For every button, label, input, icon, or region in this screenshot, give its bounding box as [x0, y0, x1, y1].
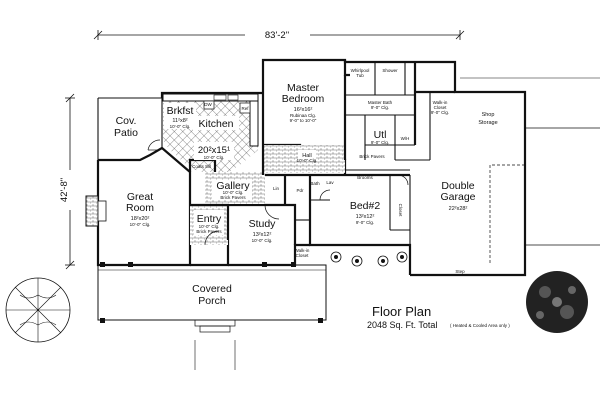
covered-porch: [97, 262, 327, 370]
fireplace: [85, 195, 107, 227]
whirlpool-label-2: Tub: [356, 73, 364, 78]
master-label-2: Bedroom: [282, 93, 325, 105]
ref-label: Ref: [241, 106, 249, 111]
width-dimension: 83'-2": [93, 30, 465, 41]
coats-label: Coats: [192, 164, 205, 169]
great-room-size: 18²x20²: [131, 216, 150, 222]
double-garage-label-2: Garage: [440, 191, 475, 203]
double-garage-label-1: Double: [441, 180, 474, 192]
gallery-ceiling: 10'-0" Clg.: [223, 190, 244, 195]
study-size: 13²x12²: [253, 232, 272, 238]
master-size: 16²x16²: [294, 107, 313, 113]
brkfst-ceiling: 10'-0" Clg.: [170, 124, 191, 129]
brkfst-label: Brkfst: [167, 105, 194, 117]
tree-illustration: [5, 277, 71, 343]
gallery-label: Gallery: [216, 180, 250, 192]
shower-label: Shower: [382, 68, 398, 73]
covered-porch-label-2: Porch: [198, 295, 226, 307]
walkin-label-2: Closet: [434, 105, 448, 110]
linen-label: Lin: [273, 186, 280, 191]
hall-ceiling: 10'-0" Clg.: [297, 158, 318, 163]
master-label-1: Master: [287, 82, 320, 94]
lav-label: Lav: [326, 180, 334, 185]
gallery-floor-note: Brick Pavers: [220, 195, 246, 200]
doors: [147, 139, 409, 246]
bed2-label: Bed#2: [350, 200, 381, 212]
garage-door: [489, 164, 525, 265]
plan-area-note: ( Heated & Cooled Area only ): [450, 323, 510, 328]
kitchen-label: Kitchen: [198, 118, 233, 130]
utl-ceiling: 9'-0" Clg.: [371, 140, 389, 145]
shop-label-2: Storage: [478, 120, 497, 126]
cov-patio-label-1: Cov.: [116, 115, 137, 127]
wh-label: W/H: [401, 136, 410, 141]
entry-floor-note: Brick Pavers: [196, 229, 222, 234]
great-room-label-2: Room: [126, 202, 154, 214]
great-room-ceiling: 10'-0" Clg.: [130, 222, 151, 227]
master-bath-ceiling: 9'-0" Clg.: [371, 105, 389, 110]
walkin-closet-small-1: Walk-in: [295, 248, 310, 253]
plan-area: 2048 Sq. Ft. Total: [367, 320, 437, 330]
bed2-size: 13²x12²: [356, 214, 375, 220]
shop-label-1: Shop: [482, 112, 495, 118]
great-room-label-1: Great: [127, 191, 153, 203]
walkin-ceiling: 9'-0" Clg.: [431, 110, 449, 115]
study-label: Study: [249, 218, 277, 230]
shrub-illustration: [526, 271, 588, 333]
whirlpool-label-1: Whirlpool: [351, 68, 370, 73]
depth-dimension: 42'-8": [59, 93, 75, 270]
closet-label: Closet: [398, 204, 403, 218]
plan-title: Floor Plan: [372, 304, 431, 319]
cov-patio-label-2: Patio: [114, 127, 138, 139]
entry-label: Entry: [197, 213, 222, 225]
brkfst-size: 11²x8²: [172, 118, 187, 124]
entry-ceiling: 10'-0" Clg.: [199, 224, 220, 229]
sill-label: Sill: [205, 164, 211, 169]
pwdr-label: Pdr: [296, 188, 304, 193]
covered-porch-label-1: Covered: [192, 283, 232, 295]
brick-pavers-a: Brick Pavers: [359, 154, 385, 159]
depth-dimension-label: 42'-8": [59, 178, 70, 202]
walkin-label-1: Walk-in: [433, 100, 448, 105]
driveway: [460, 77, 600, 246]
hall-label: Hall: [302, 153, 311, 159]
master-ceiling-2: 9'-0" to 10'-0": [290, 118, 317, 123]
tub-bath-label: Bath: [310, 181, 320, 186]
kitchen-ceiling: 10'-0" Clg.: [204, 155, 225, 160]
double-garage-size: 22²x28²: [449, 206, 468, 212]
walkin-closet-small-2: Closet: [296, 253, 310, 258]
kitchen-size: 20²x15¹: [198, 145, 230, 156]
garage-step-label: Step: [455, 269, 465, 274]
utl-label: Utl: [374, 129, 387, 141]
dw-label: DW: [204, 102, 212, 107]
study-ceiling: 10'-0" Clg.: [252, 238, 273, 243]
brooms-label: Brooms: [357, 175, 373, 180]
master-bath-label: Master Bath: [368, 100, 393, 105]
master-ceiling: Rubinaa Clg.: [290, 113, 316, 118]
interior-walls: [190, 62, 455, 240]
kitchen-counters: [162, 93, 259, 147]
bed2-ceiling: 9'-0" Clg.: [356, 220, 374, 225]
front-shrubs: [330, 251, 408, 267]
width-dimension-label: 83'-2": [265, 30, 289, 41]
